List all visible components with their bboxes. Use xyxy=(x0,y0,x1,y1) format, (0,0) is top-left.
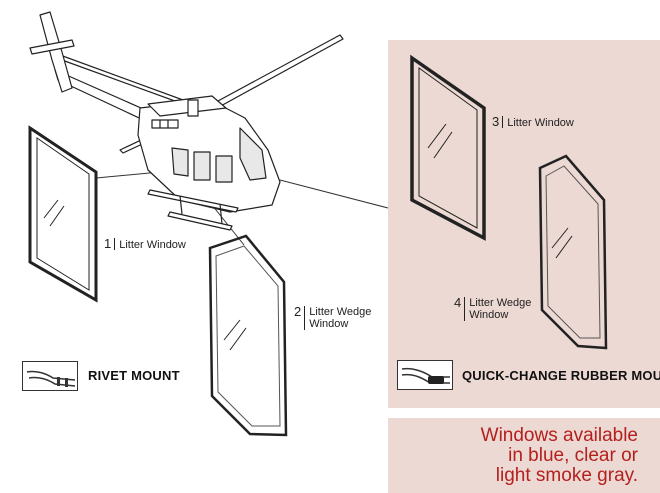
window-4-number: 4 xyxy=(454,295,462,310)
availability-line-1: Windows available xyxy=(480,425,638,446)
window-2-text-line-1: Litter Wedge xyxy=(309,306,372,318)
litter-window-3 xyxy=(410,54,486,241)
quick-change-panel xyxy=(388,40,660,408)
litter-wedge-window-4 xyxy=(538,154,608,350)
window-4-text-line-1: Litter Wedge xyxy=(469,297,532,309)
window-1-label: 1 Litter Window xyxy=(104,236,186,251)
rivet-mount-icon xyxy=(22,361,78,391)
window-3-text: Litter Window xyxy=(507,117,574,129)
helicopter-illustration xyxy=(29,11,344,231)
window-1-number: 1 xyxy=(104,236,112,251)
window-4-text-line-2: Window xyxy=(469,309,509,321)
litter-wedge-window-2 xyxy=(208,234,288,437)
window-2-number: 2 xyxy=(294,304,302,319)
leader-line-1 xyxy=(95,171,161,179)
quick-change-mount-label: QUICK-CHANGE RUBBER MOUNT xyxy=(462,368,660,383)
availability-panel xyxy=(388,418,660,493)
availability-line-3: light smoke gray. xyxy=(495,465,638,486)
availability-line-2: in blue, clear or xyxy=(508,445,638,466)
window-2-text-line-2: Window xyxy=(309,318,349,330)
rivet-mount-label: RIVET MOUNT xyxy=(88,368,180,383)
quick-change-mount-icon xyxy=(397,360,453,390)
window-1-text: Litter Window xyxy=(119,239,186,251)
availability-note: Windows available in blue, clear or ligh… xyxy=(388,426,638,486)
window-3-label: 3 Litter Window xyxy=(492,114,574,129)
litter-window-1 xyxy=(28,125,98,303)
leader-line-3 xyxy=(279,179,389,209)
window-3-number: 3 xyxy=(492,114,500,129)
